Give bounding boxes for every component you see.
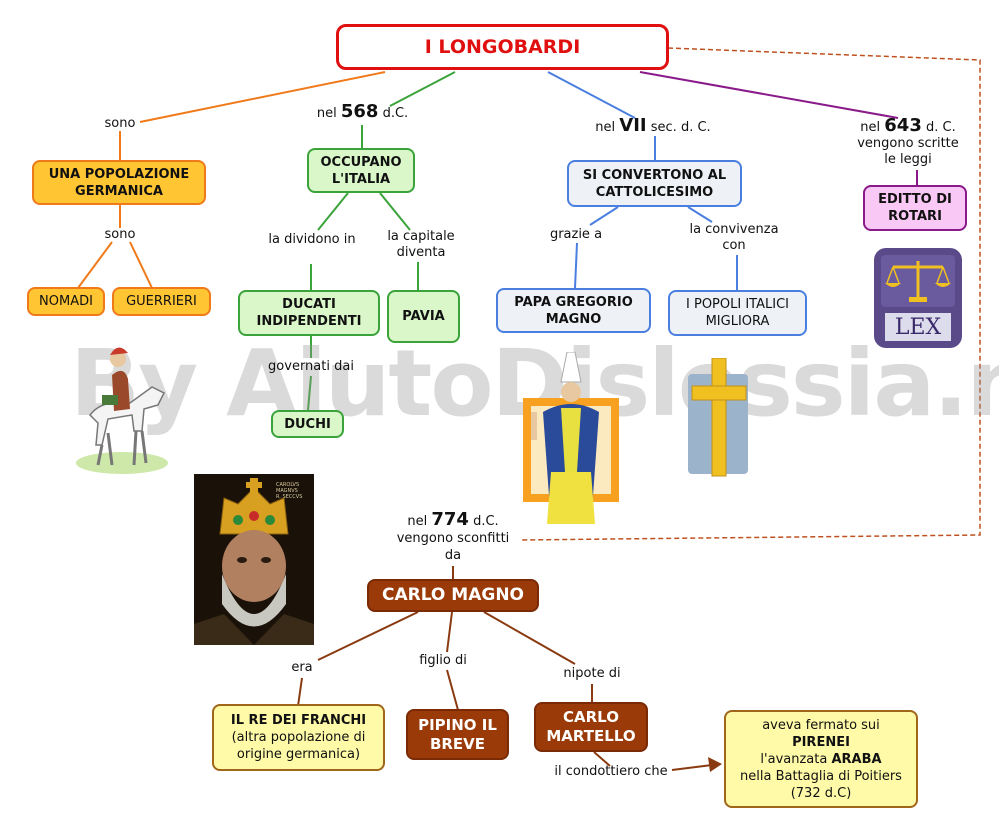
link-label-capitale: la capitale diventa xyxy=(387,229,455,260)
link-label-643: nel 643 d. C. vengono scritte le leggi xyxy=(848,115,968,168)
lex-scales-icon: LEX xyxy=(873,247,963,349)
year-643: 643 xyxy=(884,115,922,136)
lex-text: LEX xyxy=(894,314,942,340)
charlemagne-portrait: CAROLVS MAGNVS R. SECCVS xyxy=(194,474,314,645)
node-pipino-breve: PIPINO IL BREVE xyxy=(406,709,509,760)
pirenei-araba: ARABA xyxy=(831,751,882,767)
link-label-774: nel 774 d.C. vengono sconfitti da xyxy=(388,511,518,564)
link-label-convivenza: la convivenza con xyxy=(689,222,779,253)
link-label-condottiero: il condottiero che xyxy=(554,764,668,779)
node-editto-rotari: EDITTO DI ROTARI xyxy=(863,185,967,231)
node-ducati-indipendenti: DUCATI INDIPENDENTI xyxy=(238,290,380,336)
link-label-dividono: la dividono in xyxy=(268,232,356,247)
cross-illustration xyxy=(686,357,762,478)
label-prefix: nel xyxy=(316,106,337,121)
node-nomadi: NOMADI xyxy=(27,287,105,316)
node-papa-gregorio: PAPA GREGORIO MAGNO xyxy=(496,288,651,333)
label-suffix: d.C. xyxy=(473,514,499,529)
node-carlo-magno: CARLO MAGNO xyxy=(367,579,539,612)
link-label-sono-2: sono xyxy=(104,227,136,242)
horse-rider-illustration xyxy=(72,335,172,475)
link-label-governati: governati dai xyxy=(268,359,354,374)
year-568: 568 xyxy=(340,101,379,122)
re-franchi-title: IL RE DEI FRANCHI xyxy=(230,713,367,728)
link-label-figlio: figlio di xyxy=(419,653,467,668)
re-franchi-note: (altra popolazione di origine germanica) xyxy=(231,730,366,762)
pirenei-avanzata: l'avanzata xyxy=(760,751,828,767)
year-vii: VII xyxy=(619,115,647,136)
year-774: 774 xyxy=(431,509,469,530)
node-guerrieri: GUERRIERI xyxy=(112,287,211,316)
node-popolazione-germanica: UNA POPOLAZIONE GERMANICA xyxy=(32,160,206,205)
title-node: I LONGOBARDI xyxy=(336,24,669,70)
node-popoli-italici: I POPOLI ITALICI MIGLIORA xyxy=(668,290,807,336)
node-re-dei-franchi: IL RE DEI FRANCHI (altra popolazione di … xyxy=(212,704,385,771)
pirenei-line-1: aveva fermato sui xyxy=(762,717,880,733)
node-occupano-italia: OCCUPANO L'ITALIA xyxy=(307,148,415,193)
pirenei-line-3: l'avanzata ARABA xyxy=(760,751,881,768)
node-pavia: PAVIA xyxy=(387,290,460,343)
label-da: da xyxy=(444,548,462,563)
label-leggi: vengono scritte le leggi xyxy=(857,136,959,167)
link-label-era: era xyxy=(291,660,313,675)
pirenei-line-2: PIRENEI xyxy=(792,734,850,750)
node-si-convertono: SI CONVERTONO AL CATTOLICESIMO xyxy=(567,160,742,207)
pope-illustration xyxy=(521,351,621,527)
link-label-vii: nel VII sec. d. C. xyxy=(578,115,728,136)
label-suffix: d.C. xyxy=(382,106,409,121)
link-label-nipote: nipote di xyxy=(563,666,621,681)
label-suffix: sec. d. C. xyxy=(650,120,711,135)
node-carlo-martello: CARLO MARTELLO xyxy=(534,702,648,752)
link-label-sono: sono xyxy=(104,116,136,131)
pirenei-line-5: (732 d.C) xyxy=(790,785,852,801)
label-suffix: d. C. xyxy=(925,120,956,135)
portrait-inscription: CAROLVS MAGNVS R. SECCVS xyxy=(276,482,303,500)
node-pirenei: aveva fermato sui PIRENEI l'avanzata ARA… xyxy=(724,710,918,808)
label-prefix: nel xyxy=(407,514,428,529)
label-prefix: nel xyxy=(860,120,881,135)
link-label-568: nel 568 d.C. xyxy=(305,101,420,122)
label-sconfitti: vengono sconfitti xyxy=(396,531,510,546)
label-prefix: nel xyxy=(595,120,616,135)
pirenei-line-4: nella Battaglia di Poitiers xyxy=(740,768,902,784)
link-label-grazie: grazie a xyxy=(549,227,603,242)
node-duchi: DUCHI xyxy=(271,410,344,438)
